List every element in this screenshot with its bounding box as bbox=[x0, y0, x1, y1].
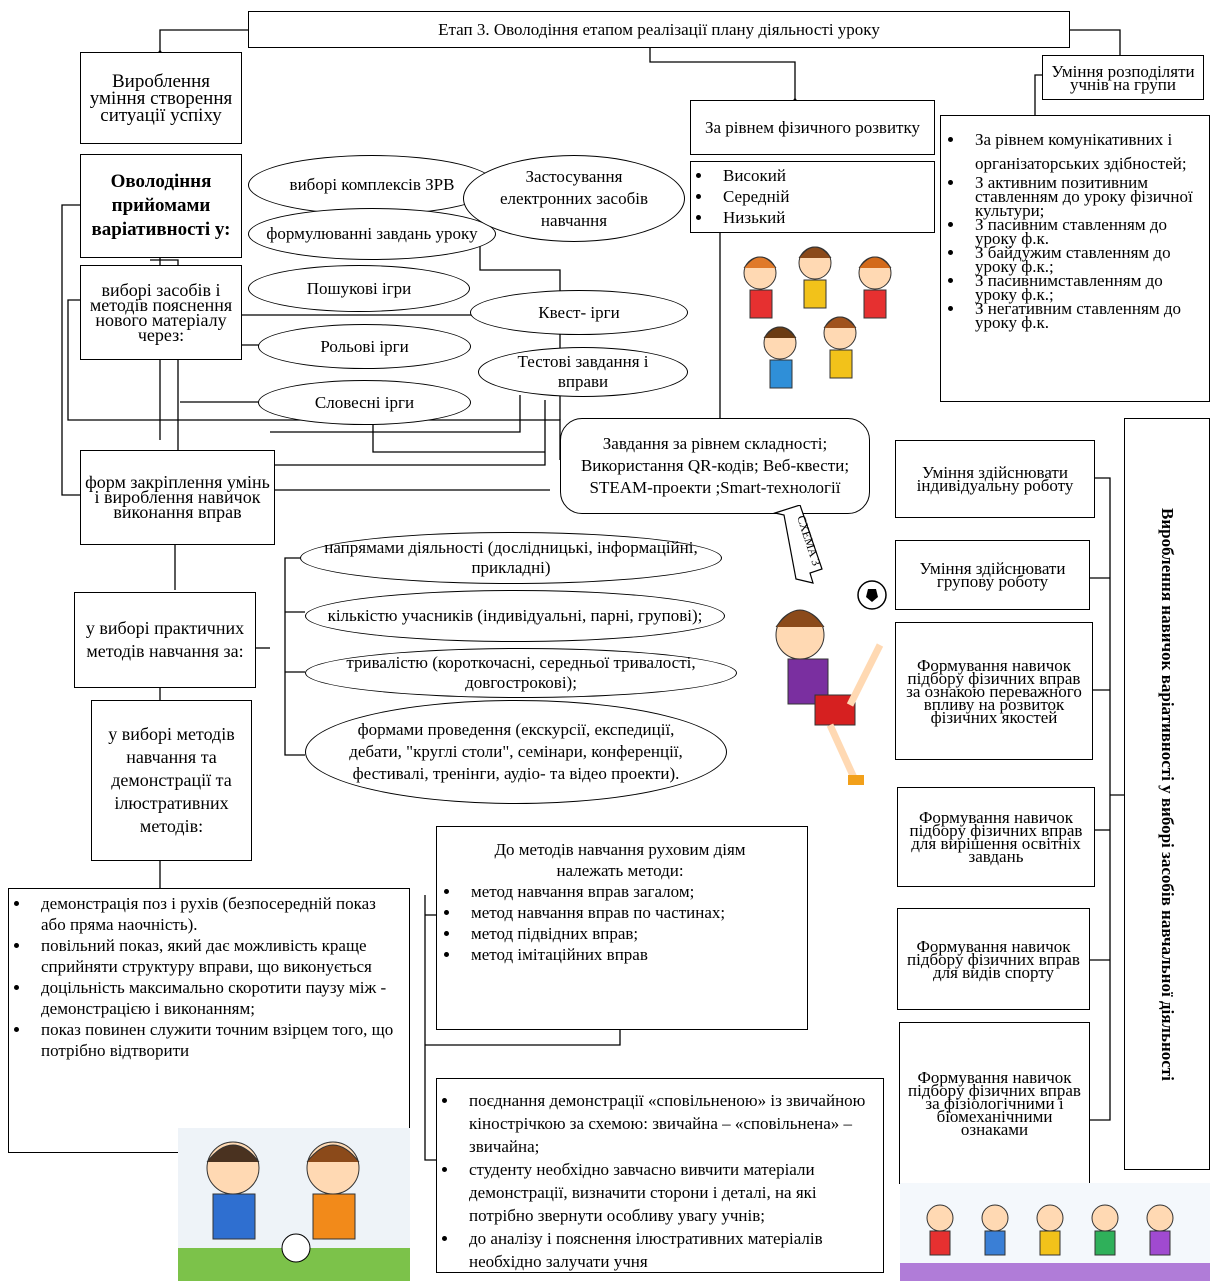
practical-methods-text: у виборі практичних методів навчання за: bbox=[85, 618, 245, 661]
kids-dancing-illustration bbox=[720, 238, 938, 408]
schema-arrow: СХЕМА 3 bbox=[772, 505, 824, 584]
motor-method-item: метод навчання вправ загалом; bbox=[461, 881, 795, 902]
groups-list-box: За рівнем комунікативних і організаторсь… bbox=[940, 115, 1210, 402]
oval-electronic-text: Застосування електронних засобів навчанн… bbox=[500, 166, 648, 230]
soccer-boy-illustration bbox=[760, 565, 890, 795]
slow-demo-item: до аналізу і пояснення ілюстративних мат… bbox=[459, 1227, 877, 1273]
group-item: За рівнем комунікативних і організаторсь… bbox=[965, 128, 1203, 176]
variativity-box: Оволодіння прийомами варіативності у: bbox=[80, 154, 242, 258]
stage-title-text: Етап 3. Оволодіння етапом реалізації пла… bbox=[438, 19, 880, 39]
success-situation-box: Вироблення уміння створення ситуації усп… bbox=[80, 52, 242, 144]
physical-level-item: Високий bbox=[713, 165, 928, 186]
demo-item: повільний показ, який дає можливість кра… bbox=[31, 935, 403, 977]
right-box-text: Уміння здійснювати групову роботу bbox=[919, 559, 1066, 591]
demo-item: демонстрація поз і рухів (безпосередній … bbox=[31, 893, 403, 935]
oval-tests: Тестові завдання і вправи bbox=[478, 347, 688, 397]
methods-choice-text: виборі засобів і методів пояснення новог… bbox=[89, 279, 233, 345]
consolidation-box: форм закріплення умінь і вироблення нави… bbox=[80, 450, 275, 545]
oval-tasks: формулюванні завдань уроку bbox=[248, 208, 496, 260]
right-box-text: Формування навичок підбору фізичних впра… bbox=[908, 1067, 1081, 1139]
oval-word-games-text: Словесні ірги bbox=[314, 392, 415, 412]
motor-method-item: метод навчання вправ по частинах; bbox=[461, 902, 795, 923]
oval-zrv: виборі комплексів ЗРВ bbox=[248, 155, 496, 215]
oval-electronic: Застосування електронних засобів навчанн… bbox=[463, 155, 685, 242]
educational-tasks-box: Формування навичок підбору фізичних впра… bbox=[897, 787, 1095, 887]
slow-demo-item: студенту необхідно завчасно вивчити мате… bbox=[459, 1158, 877, 1227]
motor-method-item: метод підвідних вправ; bbox=[461, 923, 795, 944]
kids-exercise-illustration bbox=[900, 1183, 1210, 1281]
group-item: З байдужим ставленням до уроку ф.к.; bbox=[965, 244, 1203, 275]
vertical-title-text: Вироблення навичок варіативності у вибор… bbox=[1158, 507, 1177, 1081]
demo-item: показ повинен служити точним взірцем тог… bbox=[31, 1019, 403, 1061]
oval-tests-text: Тестові завдання і вправи bbox=[517, 352, 649, 391]
vertical-title-box: Вироблення навичок варіативності у вибор… bbox=[1124, 418, 1210, 1170]
right-box-text: Уміння здійснювати індивідуальну роботу bbox=[916, 463, 1074, 495]
group-item: З пасивним ставленням до уроку ф.к. bbox=[965, 216, 1203, 247]
oval-search-games: Пошукові ігри bbox=[248, 265, 470, 312]
variativity-text: Оволодіння прийомами варіативності у: bbox=[91, 171, 231, 240]
demonstration-methods-box: у виборі методів навчання та демонстраці… bbox=[91, 700, 252, 861]
kids-soccer-illustration bbox=[178, 1128, 410, 1281]
group-item: З пасивнимставленням до уроку ф.к.; bbox=[965, 272, 1203, 303]
consolidation-text: форм закріплення умінь і вироблення нави… bbox=[85, 472, 270, 522]
practical-methods-box: у виборі практичних методів навчання за: bbox=[74, 592, 256, 688]
motor-methods-title: До методів навчання руховим діям належат… bbox=[494, 840, 746, 880]
physical-levels-box: Високий Середній Низький bbox=[690, 161, 935, 233]
demo-list-box: демонстрація поз і рухів (безпосередній … bbox=[8, 888, 410, 1153]
group-work-box: Уміння здійснювати групову роботу bbox=[895, 540, 1090, 610]
sports-box: Формування навичок підбору фізичних впра… bbox=[897, 908, 1090, 1010]
stage-title: Етап 3. Оволодіння етапом реалізації пла… bbox=[248, 11, 1070, 48]
motor-methods-box: До методів навчання руховим діям належат… bbox=[436, 826, 808, 1030]
oval-role-games: Рольові ірги bbox=[258, 324, 471, 369]
methods-choice-box: виборі засобів і методів пояснення новог… bbox=[80, 265, 242, 360]
slow-demo-box: поєднання демонстрації «сповільненою» із… bbox=[436, 1078, 884, 1273]
oval-zrv-text: виборі комплексів ЗРВ bbox=[289, 175, 455, 194]
oval-directions-text: напрямами діяльності (дослідницькі, інфо… bbox=[324, 538, 698, 577]
success-situation-text: Вироблення уміння створення ситуації усп… bbox=[89, 70, 233, 126]
groups-title-box: Уміння розподіляти учнів на групи bbox=[1042, 55, 1204, 100]
oval-quest-text: Квест- ірги bbox=[538, 302, 620, 322]
physiological-box: Формування навичок підбору фізичних впра… bbox=[899, 1022, 1090, 1184]
group-item: З негативним ставленням до уроку ф.к. bbox=[965, 300, 1203, 331]
oval-forms: формами проведення (екскурсії, експедиці… bbox=[305, 700, 727, 804]
oval-duration: тривалістю (короткочасні, середньої трив… bbox=[305, 648, 737, 698]
oval-quest: Квест- ірги bbox=[470, 290, 688, 335]
oval-forms-text: формами проведення (екскурсії, експедиці… bbox=[349, 720, 683, 783]
oval-role-games-text: Рольові ірги bbox=[320, 336, 409, 356]
oval-duration-text: тривалістю (короткочасні, середньої трив… bbox=[346, 653, 696, 692]
oval-tasks-text: формулюванні завдань уроку bbox=[266, 224, 478, 243]
physical-level-item: Середній bbox=[713, 186, 928, 207]
physical-level-item: Низький bbox=[713, 207, 928, 228]
oval-search-games-text: Пошукові ігри bbox=[306, 278, 412, 298]
individual-work-box: Уміння здійснювати індивідуальну роботу bbox=[895, 440, 1095, 518]
oval-directions: напрямами діяльності (дослідницькі, інфо… bbox=[300, 532, 722, 584]
right-box-text: Формування навичок підбору фізичних впра… bbox=[907, 936, 1080, 982]
physical-qualities-box: Формування навичок підбору фізичних впра… bbox=[895, 622, 1093, 760]
physical-title-box: За рівнем фізичного розвитку bbox=[690, 100, 935, 155]
oval-participants: кількістю учасників (індивідуальні, парн… bbox=[305, 590, 725, 642]
motor-method-item: метод імітаційних вправ bbox=[461, 944, 795, 965]
physical-title-text: За рівнем фізичного розвитку bbox=[705, 117, 920, 137]
oval-participants-text: кількістю учасників (індивідуальні, парн… bbox=[327, 606, 703, 625]
complexity-box: Завдання за рівнем складності; Використа… bbox=[560, 418, 870, 514]
right-box-text: Формування навичок підбору фізичних впра… bbox=[906, 655, 1082, 727]
demonstration-methods-text: у виборі методів навчання та демонстраці… bbox=[108, 724, 235, 836]
slow-demo-item: поєднання демонстрації «сповільненою» із… bbox=[459, 1089, 877, 1158]
demo-item: доцільність максимально скоротити паузу … bbox=[31, 977, 403, 1019]
complexity-text: Завдання за рівнем складності; Використа… bbox=[580, 434, 850, 497]
group-item: З активним позитивним ставленням до урок… bbox=[965, 174, 1203, 219]
oval-word-games: Словесні ірги bbox=[258, 380, 471, 425]
groups-title-text: Уміння розподіляти учнів на групи bbox=[1051, 61, 1195, 94]
right-box-text: Формування навичок підбору фізичних впра… bbox=[909, 808, 1083, 866]
